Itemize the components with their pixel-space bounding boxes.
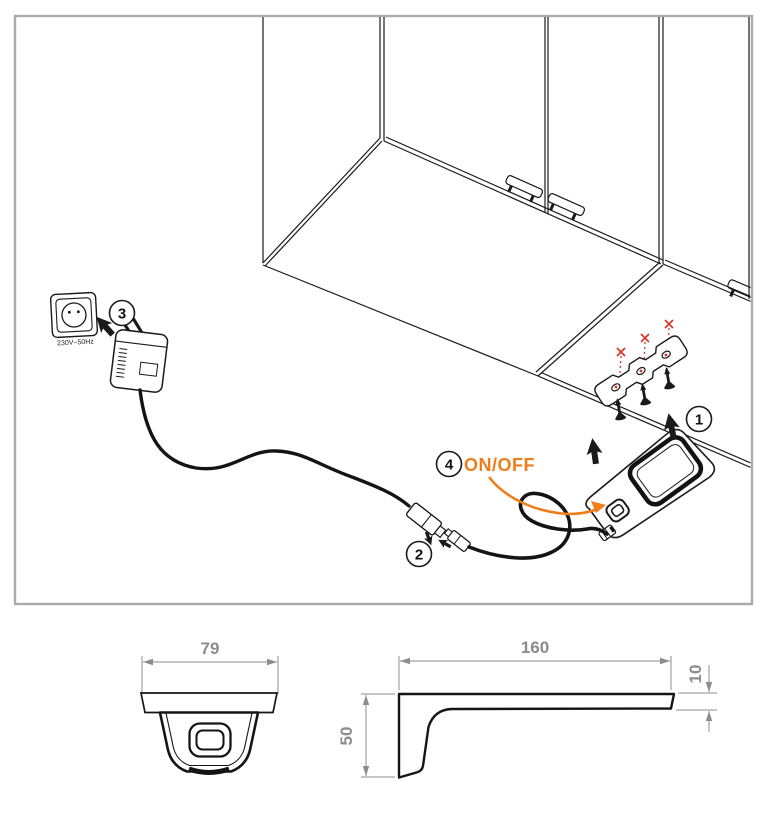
dim-label-length: 160: [521, 638, 549, 657]
extension-lines: [676, 692, 717, 711]
cabinet-corner-edge: [658, 17, 664, 264]
connector-male: [405, 502, 447, 539]
connect-arrow: [424, 531, 433, 546]
onoff-label: ON/OFF: [464, 455, 535, 475]
adapter-cable: [138, 388, 411, 508]
dimension-drawings: 79 160 10 50: [139, 638, 717, 779]
svg-text:1: 1: [695, 412, 703, 429]
adapter-body: [109, 329, 169, 393]
adapter-vents: [115, 348, 128, 378]
side-view: 160 10 50: [337, 638, 717, 779]
cabinet-left-run-bottom-edge: [383, 136, 664, 265]
screw: [640, 383, 652, 406]
door-handle: [547, 193, 586, 221]
lamp-profile: [397, 692, 676, 779]
front-view: 79: [139, 639, 279, 775]
cabinet: [262, 17, 751, 469]
front-view-outline: [139, 692, 279, 775]
onoff-pointer: [487, 476, 606, 516]
screw: [664, 367, 676, 390]
step-badges: 1 2 3 4: [108, 299, 713, 568]
front-view-dimension: [141, 656, 279, 694]
power-adapter: [109, 314, 169, 393]
connector-female: [443, 528, 471, 552]
lamp-fixture: [585, 428, 716, 542]
connect-arrow: [438, 539, 452, 549]
dim-label-width: 79: [201, 639, 220, 658]
plate-hole-marks: [614, 353, 668, 389]
extension-lines: [398, 656, 672, 690]
door-handle: [727, 279, 751, 307]
cabinet-underside-corner-edge: [535, 261, 664, 377]
up-arrow: [664, 413, 680, 440]
lamp-cable: [467, 491, 609, 560]
onoff-pointer-arrowhead: [591, 501, 606, 513]
cabinet-underside-near-edge-right: [537, 371, 751, 469]
extension-lines: [361, 693, 395, 778]
drill-x-marks: [616, 319, 674, 357]
dim-label-height: 50: [337, 727, 356, 746]
extension-lines: [141, 656, 279, 694]
wall-socket: 230V~50Hz: [49, 291, 99, 347]
cabinet-side-panel-bottom-edge: [262, 137, 383, 267]
screw: [615, 398, 627, 421]
up-arrow: [586, 438, 603, 465]
step-badge-1: 1: [685, 405, 713, 433]
step-badge-3: 3: [108, 299, 136, 327]
adapter-label: [138, 361, 159, 377]
socket-pin-hole: [67, 310, 71, 314]
svg-text:3: 3: [118, 306, 126, 323]
mounting-screws: [615, 367, 676, 421]
lamp-cap: [139, 692, 279, 714]
direction-arrows: [96, 316, 680, 549]
cabinet-door-gap: [544, 17, 549, 214]
dim-label-thickness: 10: [686, 665, 705, 684]
socket-voltage-label: 230V~50Hz: [57, 338, 95, 347]
side-view-dimensions: [361, 656, 717, 778]
cabinet-right-run-bottom-edge: [662, 259, 751, 303]
installation-panel: 230V~50Hz: [13, 14, 754, 606]
step-badge-2: 2: [405, 540, 433, 568]
plug-in-arrow: [96, 316, 115, 337]
cabinet-underside-near-edge-left: [262, 264, 539, 377]
onoff-pointer-curve: [487, 476, 598, 516]
step-badge-4: 4: [435, 450, 463, 478]
panel-border: [13, 14, 754, 606]
socket-pin-hole: [76, 310, 80, 314]
door-handle: [505, 175, 544, 203]
lamp-lens-edge: [188, 766, 230, 775]
svg-text:4: 4: [445, 457, 454, 474]
svg-text:2: 2: [415, 547, 423, 564]
